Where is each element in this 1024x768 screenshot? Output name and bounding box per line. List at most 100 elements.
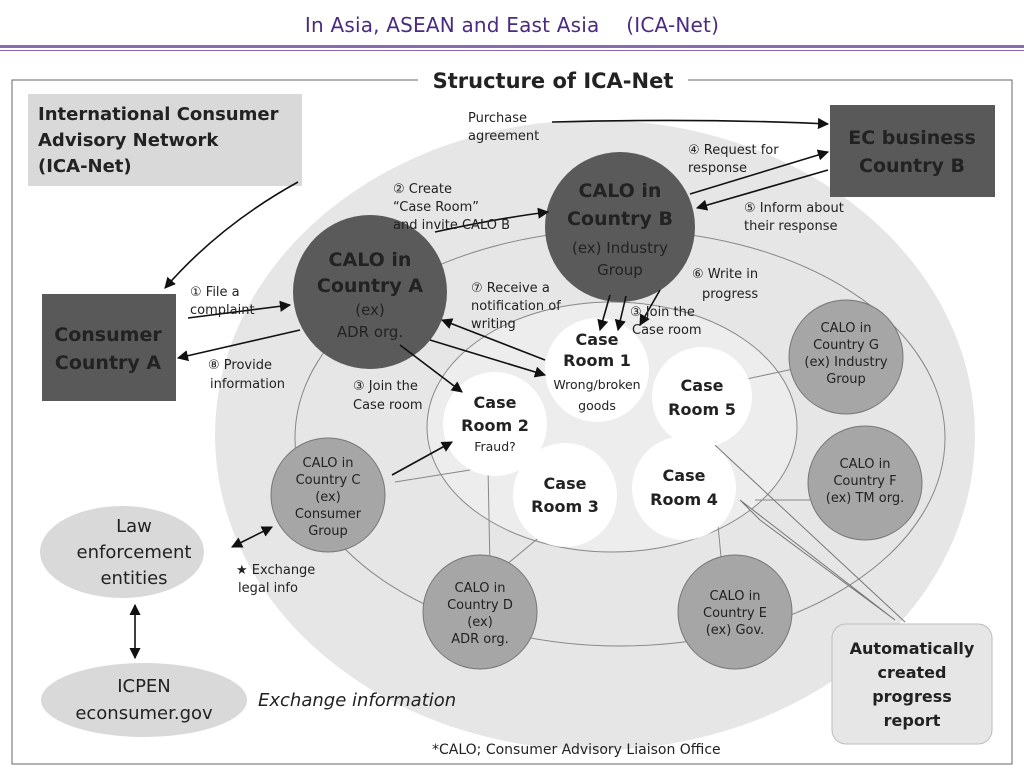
- purchase-line2: agreement: [468, 129, 539, 144]
- case-room-5-line2: Room 5: [668, 400, 736, 419]
- arrow-inform-response: [695, 169, 829, 211]
- calo-b-line2: Country B: [567, 208, 673, 230]
- icpen-line1: ICPEN: [117, 676, 171, 697]
- calo-g-line4: Group: [826, 372, 866, 387]
- calo-c-node: [270, 437, 386, 553]
- arrow-file-complaint: [187, 300, 292, 319]
- law-line2: enforcement: [77, 542, 192, 563]
- arrow-provide-information: [176, 329, 301, 362]
- case-room-2-line1: Case: [474, 393, 517, 412]
- step6-line2: progress: [702, 287, 758, 302]
- step5-line2: their response: [744, 219, 837, 234]
- calo-b-node: [545, 152, 695, 302]
- progress-report-line1: Automatically: [850, 639, 975, 658]
- consumer-line2: Country A: [55, 352, 162, 374]
- network-label-line2: Advisory Network: [38, 130, 219, 151]
- calo-c-line2: Country C: [296, 473, 361, 488]
- calo-d-line1: CALO in: [455, 581, 506, 596]
- case-room-3-line2: Room 3: [531, 497, 599, 516]
- calo-a-line2: Country A: [317, 275, 424, 297]
- step6-line1: ⑥ Write in: [692, 267, 758, 282]
- ec-business-box: [830, 105, 995, 197]
- consumer-line1: Consumer: [54, 324, 162, 346]
- calo-b-line4: Group: [597, 261, 643, 279]
- ec-business-line2: Country B: [859, 155, 965, 177]
- purchase-line1: Purchase: [468, 111, 527, 126]
- consumer-box: [42, 294, 176, 401]
- calo-c-line4: Consumer: [295, 507, 362, 522]
- arrow-c-to-room2: [391, 441, 453, 476]
- calo-g-line3: (ex) Industry: [804, 355, 888, 370]
- slide-title: In Asia, ASEAN and East Asia (ICA-Net): [304, 13, 720, 37]
- law-line3: entities: [100, 568, 167, 589]
- icpen-node: [41, 663, 247, 737]
- network-label-line3: (ICA-Net): [38, 156, 132, 177]
- calo-c-line1: CALO in: [303, 456, 354, 471]
- calo-b-line3: (ex) Industry: [572, 239, 668, 257]
- flow-arrows: [129, 117, 830, 660]
- calo-g-line1: CALO in: [821, 321, 872, 336]
- step8-line1: ⑧ Provide: [208, 358, 272, 373]
- calo-c-line3: (ex): [315, 490, 341, 505]
- case-room-1: [545, 318, 649, 422]
- calo-d-line4: ADR org.: [451, 632, 509, 647]
- case-room-4-line2: Room 4: [650, 490, 718, 509]
- calo-g-node: [788, 299, 904, 415]
- step1-line2: complaint: [190, 303, 255, 318]
- law-enforcement-node: [40, 506, 204, 598]
- calo-e-line3: (ex) Gov.: [706, 623, 765, 638]
- arrow-a-to-room1: [429, 339, 547, 378]
- step7-line2: notification of: [471, 299, 561, 314]
- calo-f-line2: Country F: [833, 474, 896, 489]
- calo-a-line1: CALO in: [329, 249, 412, 271]
- calo-e-line1: CALO in: [710, 589, 761, 604]
- case-room-5: [652, 347, 752, 447]
- exchange-legal-line1: ★ Exchange: [236, 563, 315, 578]
- step3a-line1: ③ Join the: [353, 379, 418, 394]
- slide-header: In Asia, ASEAN and East Asia (ICA-Net): [0, 0, 1024, 44]
- calo-d-line2: Country D: [447, 598, 513, 613]
- progress-report-line2: created: [878, 663, 947, 682]
- step3b-line2: Case room: [632, 323, 702, 338]
- calo-a-node: [293, 215, 447, 369]
- step1-line1: ① File a: [190, 285, 240, 300]
- calo-d-node: [422, 554, 538, 670]
- calo-b-line1: CALO in: [579, 180, 662, 202]
- calo-d-line3: (ex): [467, 615, 493, 630]
- case-room-5-line1: Case: [681, 376, 724, 395]
- case-room-2-note: Fraud?: [474, 439, 516, 454]
- case-room-4: [632, 436, 736, 540]
- case-room-1-line2: Room 1: [563, 351, 631, 370]
- footnote: *CALO; Consumer Advisory Liaison Office: [432, 742, 721, 758]
- step2-line3: and invite CALO B: [393, 218, 510, 233]
- step2-line2: “Case Room”: [393, 200, 479, 215]
- calo-c-line5: Group: [308, 524, 348, 539]
- case-room-4-line1: Case: [663, 466, 706, 485]
- step7-line1: ⑦ Receive a: [471, 281, 550, 296]
- progress-report-line4: report: [884, 711, 941, 730]
- arrow-request-response: [689, 149, 830, 195]
- case-room-1-note1: Wrong/broken: [553, 377, 640, 392]
- calo-e-node: [677, 554, 793, 670]
- progress-callout-tail: [739, 499, 896, 621]
- arrow-notification: [440, 318, 546, 361]
- icpen-line2: econsumer.gov: [75, 703, 213, 724]
- calo-f-line3: (ex) TM org.: [826, 491, 904, 506]
- arrow-purchase-to-ec: [551, 117, 830, 130]
- law-line1: Law: [116, 516, 152, 537]
- header-rule: [0, 45, 1024, 48]
- frame-title-mask: [418, 66, 688, 94]
- network-label-line1: International Consumer: [38, 104, 279, 125]
- case-room-2-line2: Room 2: [461, 416, 529, 435]
- calo-a-line3: (ex): [355, 301, 385, 319]
- progress-callout-line: [687, 419, 906, 623]
- step4-line2: response: [688, 161, 747, 176]
- header-rule-thin: [0, 50, 1024, 51]
- step8-line2: information: [210, 377, 285, 392]
- calo-g-line2: Country G: [813, 338, 879, 353]
- exchange-information-label: Exchange information: [258, 690, 456, 711]
- step7-line3: writing: [471, 317, 516, 332]
- calo-a-line4: ADR org.: [337, 323, 403, 341]
- arrow-join-b-1: [597, 294, 611, 332]
